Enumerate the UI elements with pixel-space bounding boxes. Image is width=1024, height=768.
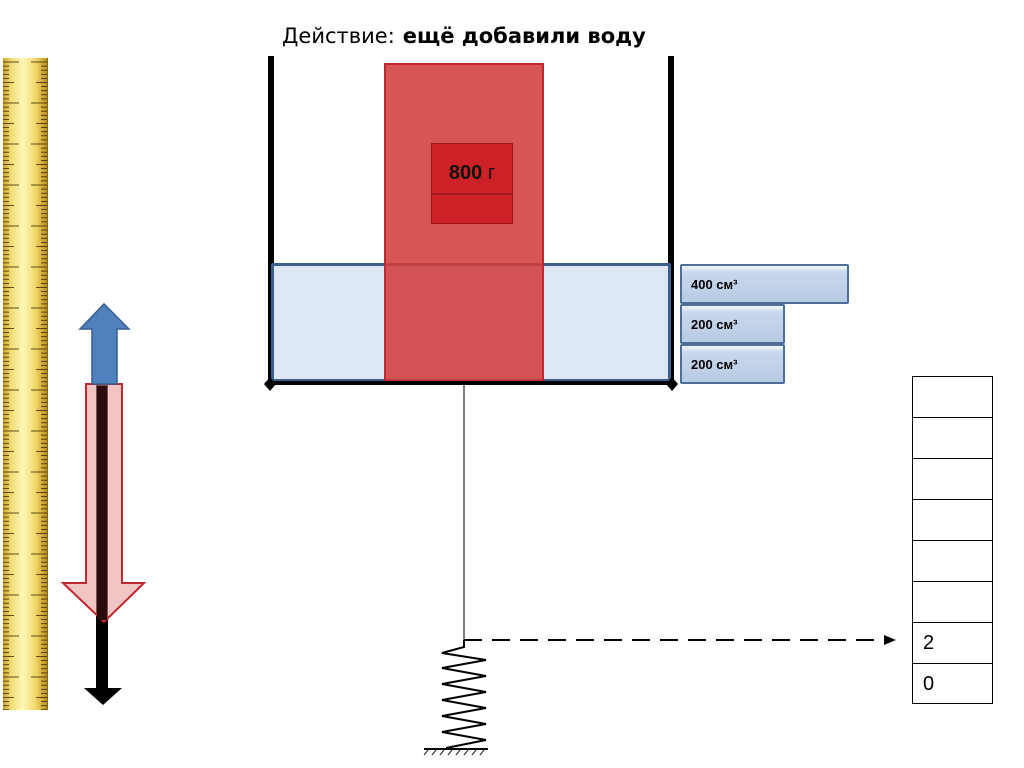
scale-cell <box>912 499 993 540</box>
action-title: Действие: ещё добавили воду <box>282 24 646 48</box>
vessel-corner-left <box>264 377 276 391</box>
cup-label: 200 см³ <box>691 316 738 332</box>
ruler <box>3 58 48 710</box>
mass-value: 800 <box>448 162 483 184</box>
spring-base-hatch <box>423 749 485 756</box>
cup-label: 200 см³ <box>691 356 738 372</box>
action-text: ещё добавили воду <box>402 24 646 48</box>
vessel-corner-right <box>666 377 678 391</box>
water-cup-400[interactable]: 400 см³ <box>680 264 849 304</box>
vessel-bottom <box>268 381 674 385</box>
water-cup-200-a[interactable]: 200 см³ <box>680 304 785 344</box>
scale-table: 2 0 <box>912 376 993 704</box>
mass-text: 800 г <box>432 162 512 185</box>
action-prefix: Действие: <box>282 24 395 48</box>
mass-label-band <box>432 193 512 195</box>
water-cup-200-b[interactable]: 200 см³ <box>680 344 785 384</box>
vessel-left-wall <box>268 56 274 386</box>
ruler-ticks <box>3 61 47 710</box>
scale-cell <box>912 376 993 417</box>
scale-cell <box>912 540 993 581</box>
pointer-arrowhead-icon <box>884 635 896 645</box>
scale-cell <box>912 458 993 499</box>
scale-cell-value: 0 <box>912 663 993 704</box>
buoyancy-arrow-icon <box>78 302 131 385</box>
cup-label: 400 см³ <box>691 276 738 292</box>
scale-cell <box>912 581 993 622</box>
mass-label: 800 г <box>431 143 513 224</box>
vessel-right-wall <box>668 56 674 386</box>
mass-unit: г <box>487 162 496 184</box>
weight-arrow-head-icon <box>84 688 122 705</box>
scale-cell-value: 2 <box>912 622 993 663</box>
gravity-arrow-core <box>97 386 107 620</box>
scale-cell <box>912 417 993 458</box>
spring-icon <box>441 640 487 749</box>
